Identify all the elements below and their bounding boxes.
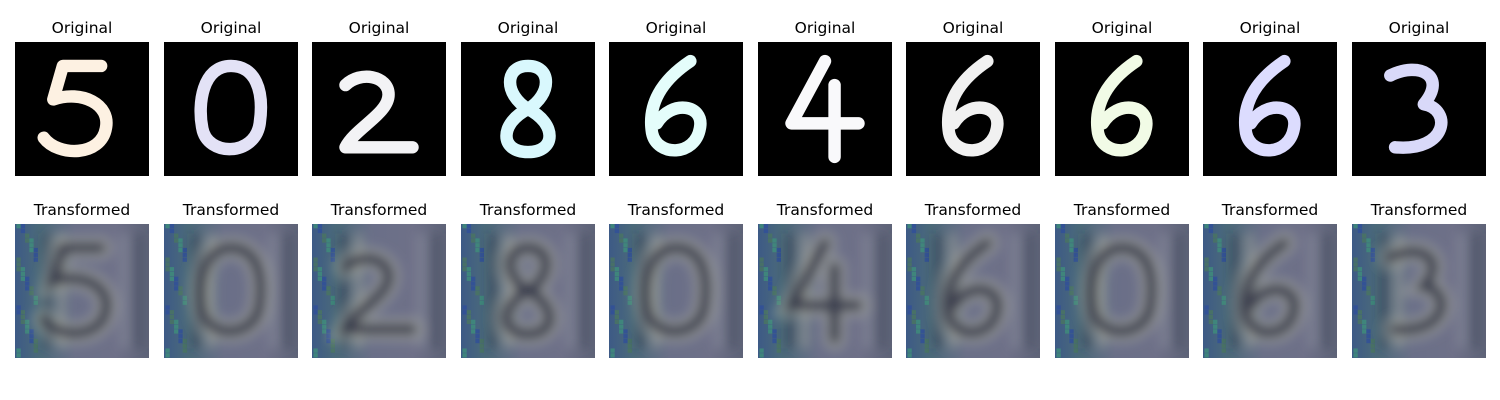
original-digit-stroke bbox=[1352, 42, 1486, 176]
transformed-title: Transformed bbox=[1221, 201, 1319, 219]
original-digit-stroke bbox=[758, 42, 892, 176]
transformed-blurry-digit bbox=[164, 224, 298, 358]
original-digit-stroke bbox=[906, 42, 1040, 176]
original-image-8 bbox=[1055, 42, 1189, 176]
original-title: Original bbox=[348, 19, 410, 37]
transformed-blurry-digit bbox=[609, 224, 743, 358]
transformed-title: Transformed bbox=[182, 201, 280, 219]
transformed-image-4 bbox=[461, 224, 595, 358]
transformed-title: Transformed bbox=[776, 201, 874, 219]
transformed-blurry-digit bbox=[461, 224, 595, 358]
original-title: Original bbox=[497, 19, 559, 37]
transformed-image-9 bbox=[1203, 224, 1337, 358]
transformed-image-3 bbox=[312, 224, 446, 358]
transformed-image-8 bbox=[1055, 224, 1189, 358]
transformed-title: Transformed bbox=[479, 201, 577, 219]
original-image-7 bbox=[906, 42, 1040, 176]
transformed-title: Transformed bbox=[1370, 201, 1468, 219]
transformed-title: Transformed bbox=[924, 201, 1022, 219]
original-digit-stroke bbox=[164, 42, 298, 176]
transformed-image-5 bbox=[609, 224, 743, 358]
original-image-1 bbox=[15, 42, 149, 176]
original-image-5 bbox=[609, 42, 743, 176]
original-digit-stroke bbox=[609, 42, 743, 176]
original-digit-stroke bbox=[312, 42, 446, 176]
transformed-image-1 bbox=[15, 224, 149, 358]
original-image-10 bbox=[1352, 42, 1486, 176]
transformed-image-2 bbox=[164, 224, 298, 358]
transformed-blurry-digit bbox=[312, 224, 446, 358]
transformed-title: Transformed bbox=[627, 201, 725, 219]
transformed-image-6 bbox=[758, 224, 892, 358]
original-title: Original bbox=[1239, 19, 1301, 37]
original-digit-stroke bbox=[461, 42, 595, 176]
original-image-9 bbox=[1203, 42, 1337, 176]
transformed-title: Transformed bbox=[33, 201, 131, 219]
transformed-blurry-digit bbox=[758, 224, 892, 358]
transformed-blurry-digit bbox=[1203, 224, 1337, 358]
original-title: Original bbox=[200, 19, 262, 37]
transformed-blurry-digit bbox=[906, 224, 1040, 358]
transformed-image-7 bbox=[906, 224, 1040, 358]
original-image-4 bbox=[461, 42, 595, 176]
original-title: Original bbox=[645, 19, 707, 37]
transformed-blurry-digit bbox=[1055, 224, 1189, 358]
original-digit-stroke bbox=[1055, 42, 1189, 176]
original-image-2 bbox=[164, 42, 298, 176]
transformed-image-10 bbox=[1352, 224, 1486, 358]
original-digit-stroke bbox=[1203, 42, 1337, 176]
original-image-6 bbox=[758, 42, 892, 176]
original-title: Original bbox=[51, 19, 113, 37]
original-image-3 bbox=[312, 42, 446, 176]
original-digit-stroke bbox=[15, 42, 149, 176]
transformed-title: Transformed bbox=[1073, 201, 1171, 219]
transformed-title: Transformed bbox=[330, 201, 428, 219]
transformed-blurry-digit bbox=[15, 224, 149, 358]
original-title: Original bbox=[1388, 19, 1450, 37]
original-title: Original bbox=[794, 19, 856, 37]
transformed-blurry-digit bbox=[1352, 224, 1486, 358]
original-title: Original bbox=[1091, 19, 1153, 37]
original-title: Original bbox=[942, 19, 1004, 37]
